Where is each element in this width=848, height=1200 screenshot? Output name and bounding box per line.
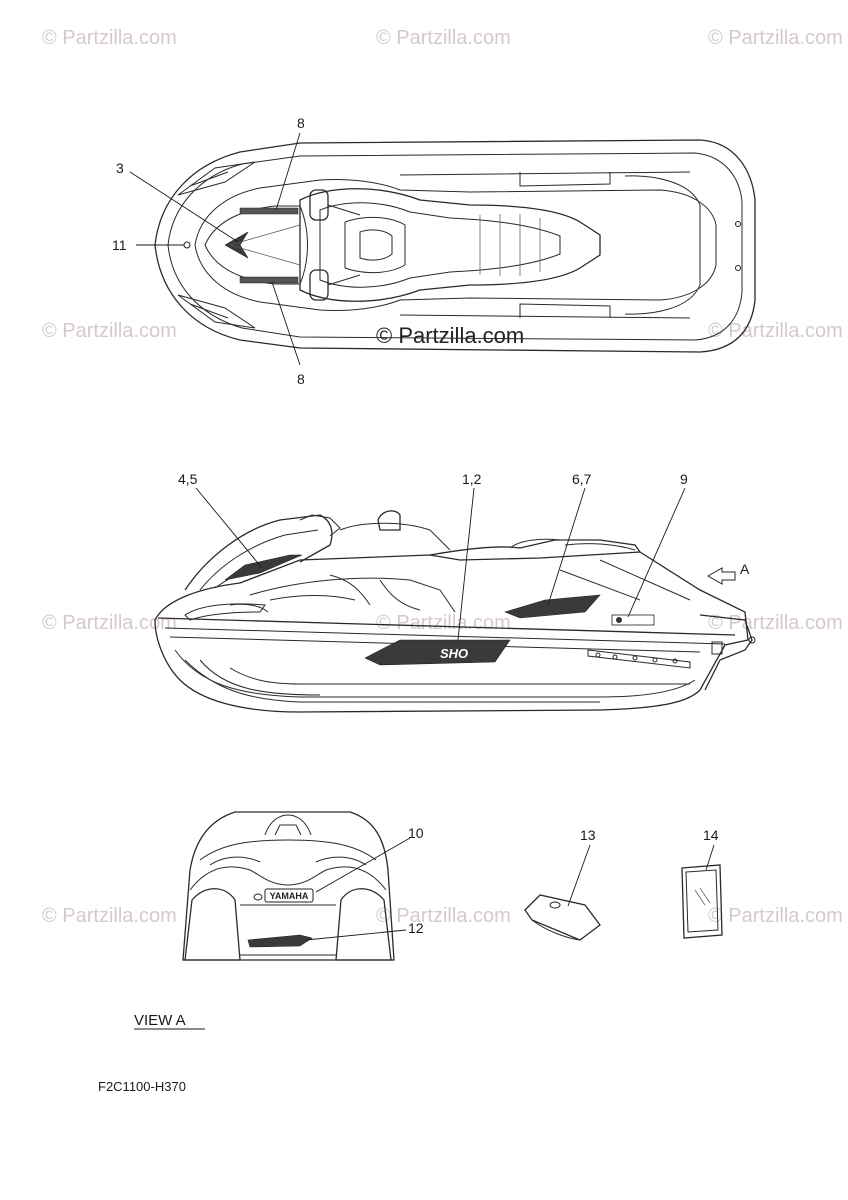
callout-6-7: 6,7	[572, 471, 592, 487]
top-view-leaders	[129, 132, 301, 366]
watermark-top-left: © Partzilla.com	[42, 27, 177, 49]
diagram-code: F2C1100-H370	[98, 1079, 186, 1094]
watermark-bottom-left: © Partzilla.com	[42, 905, 177, 927]
rear-view-watercraft: YAMAHA	[182, 811, 395, 961]
watermark-top-center: © Partzilla.com	[376, 27, 511, 49]
badge-brand-text: YAMAHA	[270, 891, 309, 901]
item-13-pad	[524, 844, 601, 941]
callout-8-top: 8	[297, 115, 305, 131]
callout-1-2: 1,2	[462, 471, 482, 487]
watermark-mid2-right: © Partzilla.com	[708, 612, 843, 634]
watermark-mid1-right: © Partzilla.com	[708, 320, 843, 342]
rear-yamaha-badge: YAMAHA	[253, 888, 314, 903]
watermark-bottom-center: © Partzilla.com	[376, 905, 511, 927]
callout-3: 3	[116, 160, 124, 176]
callout-14: 14	[703, 827, 719, 843]
callout-4-5: 4,5	[178, 471, 198, 487]
watermark-mid2-left: © Partzilla.com	[42, 612, 177, 634]
callout-A: A	[740, 561, 750, 577]
decal-model-text: SHO	[440, 646, 468, 661]
item-14-label	[681, 844, 723, 939]
side-vents	[587, 649, 691, 669]
callout-8-bottom: 8	[297, 371, 305, 387]
watermark-center-large: © Partzilla.com	[376, 323, 524, 348]
callout-13: 13	[580, 827, 596, 843]
rear-view-leaders	[305, 837, 411, 941]
top-view-watercraft	[154, 139, 756, 353]
watermark-bottom-right: © Partzilla.com	[708, 905, 843, 927]
callout-10: 10	[408, 825, 424, 841]
side-view-leaders	[195, 487, 686, 641]
watermark-mid2-center: © Partzilla.com	[376, 612, 511, 634]
watermarks: © Partzilla.com © Partzilla.com © Partzi…	[42, 27, 843, 927]
callout-9: 9	[680, 471, 688, 487]
watermark-mid1-left: © Partzilla.com	[42, 320, 177, 342]
callout-12: 12	[408, 920, 424, 936]
view-a-label: VIEW A	[134, 1012, 186, 1029]
callout-11: 11	[112, 237, 127, 253]
view-a-arrow	[706, 567, 736, 585]
side-view-watercraft: SHO	[154, 510, 756, 713]
watermark-top-right: © Partzilla.com	[708, 27, 843, 49]
